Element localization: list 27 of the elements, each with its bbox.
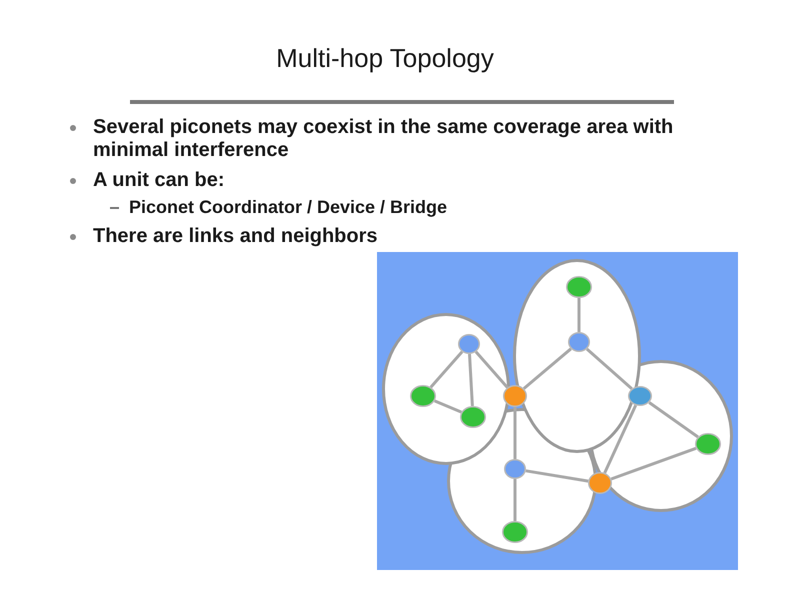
bullet-text: There are links and neighbors bbox=[93, 225, 378, 248]
link-line bbox=[514, 479, 516, 521]
bullet-text: A unit can be: bbox=[93, 169, 224, 192]
link-line bbox=[603, 404, 638, 474]
network-node bbox=[588, 472, 612, 494]
sub-bullet-text: Piconet Coordinator / Device / Bridge bbox=[129, 197, 448, 218]
coverage-ellipse bbox=[382, 313, 510, 465]
network-node bbox=[503, 385, 527, 407]
link-line bbox=[526, 469, 588, 483]
network-node bbox=[566, 276, 592, 298]
network-node bbox=[460, 406, 486, 428]
link-line bbox=[474, 350, 509, 388]
link-line bbox=[430, 350, 464, 388]
slide-title: Multi-hop Topology bbox=[275, 42, 495, 74]
link-line bbox=[578, 298, 580, 332]
coverage-ellipse bbox=[513, 259, 641, 453]
link-line bbox=[586, 348, 633, 390]
link-line bbox=[610, 446, 697, 480]
link-line bbox=[468, 354, 474, 406]
link-line bbox=[434, 400, 462, 414]
network-node bbox=[410, 385, 436, 407]
bullet-text: Several piconets may coexist in the same coverage area with minimal interference bbox=[93, 116, 674, 162]
link-line bbox=[648, 401, 699, 438]
link-line bbox=[514, 407, 516, 459]
network-node bbox=[695, 433, 721, 455]
network-node bbox=[502, 521, 528, 543]
link-line bbox=[522, 348, 572, 390]
